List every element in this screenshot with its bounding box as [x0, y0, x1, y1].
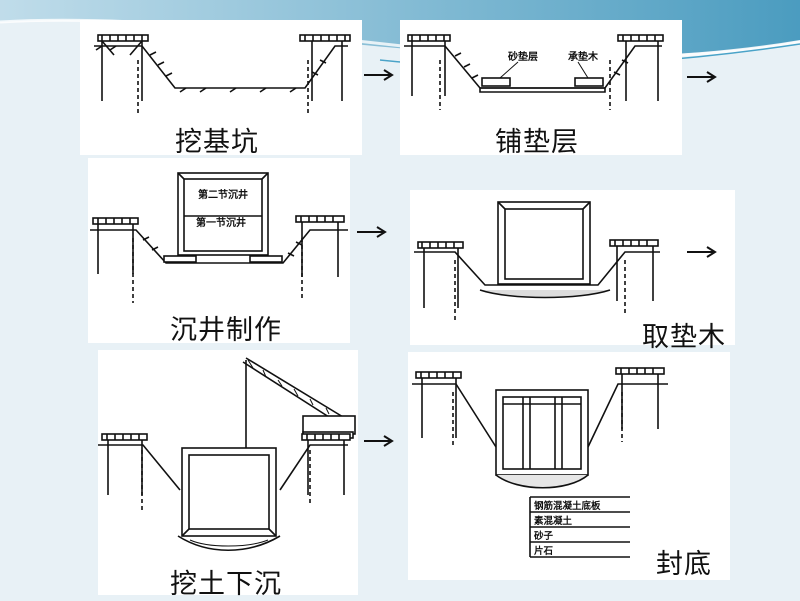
bearing-timber-label: 承垫木: [568, 50, 599, 63]
step-caption: 沉井制作: [170, 315, 282, 346]
step-3-panel: 第二节沉井 第一节沉井 沉井制作: [88, 158, 350, 346]
bottom-sealing-drawing: 钢筋混凝土底板 素混凝土 砂子 片石: [412, 367, 668, 558]
caisson-fabrication-drawing: 第二节沉井 第一节沉井: [90, 172, 348, 303]
legend-rubble: 片石: [534, 545, 554, 557]
arrow-right-icon: [364, 69, 394, 81]
arrow-right-icon: [687, 246, 717, 258]
remove-timber-drawing: [414, 201, 660, 320]
step-2-panel: 砂垫层 承垫木 铺垫层: [400, 20, 682, 158]
first-section-label: 第一节沉井: [196, 216, 246, 229]
cushion-layer-drawing: 砂垫层 承垫木: [404, 34, 664, 110]
arrow-right-icon: [357, 226, 387, 238]
legend-plain-concrete: 素混凝土: [533, 515, 573, 527]
legend-rc-slab: 钢筋混凝土底板: [534, 500, 601, 512]
second-section-label: 第二节沉井: [198, 188, 248, 201]
pit-excavation-drawing: [94, 34, 351, 115]
step-1-panel: 挖基坑: [80, 20, 362, 158]
step-5-panel: 挖土下沉: [98, 350, 358, 600]
step-6-panel: 钢筋混凝土底板 素混凝土 砂子 片石 封底: [408, 352, 730, 580]
step-caption: 挖土下沉: [170, 569, 282, 600]
sand-cushion-label: 砂垫层: [507, 50, 538, 63]
step-caption: 铺垫层: [495, 127, 579, 158]
step-4-panel: 取垫木: [410, 190, 735, 353]
step-caption: 挖基坑: [175, 127, 259, 158]
step-caption: 取垫木: [642, 322, 726, 353]
arrow-right-icon: [364, 435, 394, 447]
step-caption: 封底: [656, 549, 712, 580]
legend-sand: 砂子: [534, 530, 554, 542]
excavate-sink-drawing: [98, 357, 356, 551]
arrow-right-icon: [687, 71, 717, 83]
